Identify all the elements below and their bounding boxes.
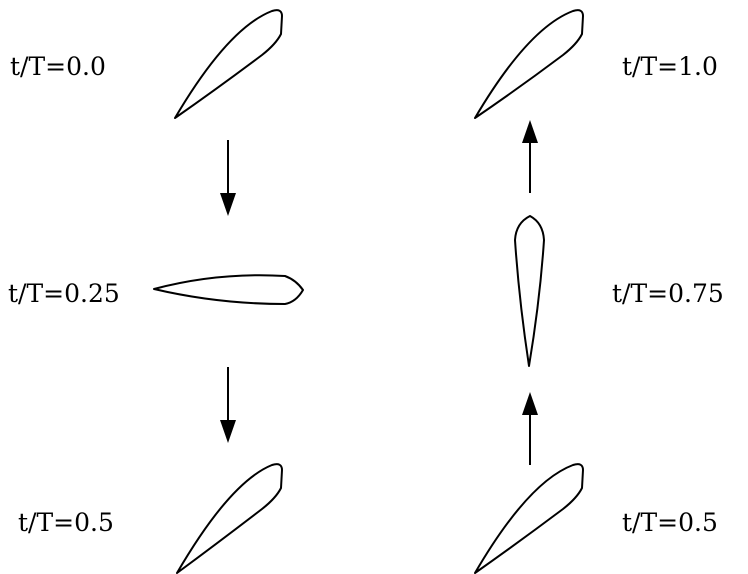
airfoil-t-075 (514, 215, 545, 367)
label-t-05-right: t/T=0.5 (622, 508, 718, 537)
airfoil-t-1 (474, 9, 584, 119)
label-t-075: t/T=0.75 (612, 279, 724, 308)
label-t-05-left: t/T=0.5 (18, 508, 114, 537)
airfoil-t-05-right (474, 463, 584, 574)
label-t-0: t/T=0.0 (10, 52, 106, 81)
airfoil-t-05-left (176, 463, 283, 574)
arrow-down-1 (220, 140, 236, 216)
label-t-1: t/T=1.0 (622, 52, 718, 81)
airfoil-t-0 (174, 9, 283, 119)
arrow-down-2 (220, 367, 236, 443)
airfoil-t-025 (153, 274, 304, 305)
label-t-025: t/T=0.25 (8, 279, 120, 308)
arrow-up-2 (522, 120, 538, 193)
arrow-up-1 (522, 392, 538, 465)
